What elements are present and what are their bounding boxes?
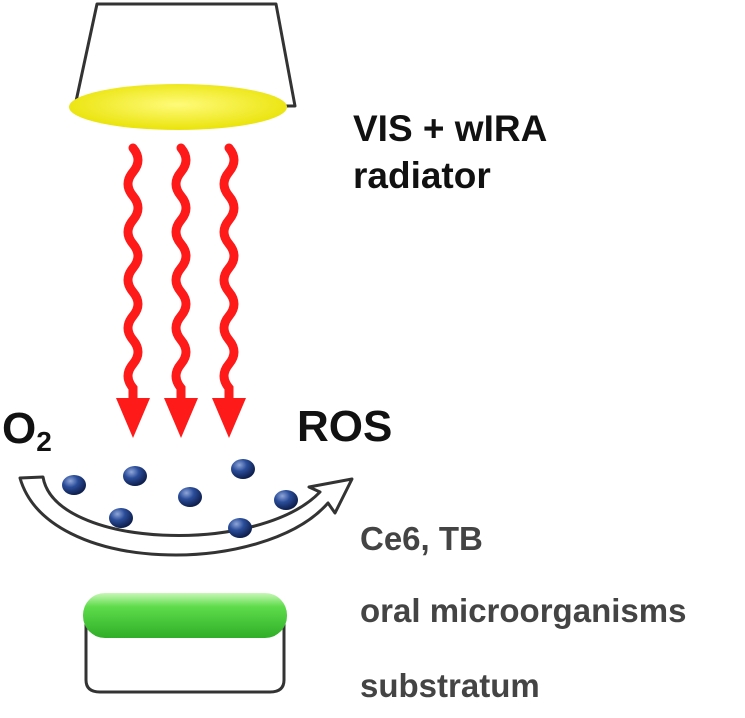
sphere-icon: [62, 475, 86, 495]
oxygen-subscript: 2: [36, 426, 52, 457]
radiator-label-line2: radiator: [353, 155, 491, 196]
sphere-icon: [274, 490, 298, 510]
wavy-arrow-icon: [219, 143, 239, 405]
oxygen-base: O: [2, 404, 36, 453]
light-rays: [123, 143, 239, 405]
sphere-icon: [109, 508, 133, 528]
arrowhead: [116, 398, 150, 438]
curved-arrow-icon: [18, 475, 354, 557]
arrowhead: [212, 398, 246, 438]
sphere-icon: [178, 487, 202, 507]
microorganisms-label: oral microorganisms: [360, 592, 686, 629]
ros-label: ROS: [297, 402, 392, 451]
wavy-arrow-icon: [123, 143, 143, 405]
sphere-icon: [231, 459, 255, 479]
lamp-lens: [69, 84, 287, 130]
photosensitizer-label: Ce6, TB: [360, 520, 483, 557]
arrowhead: [164, 398, 198, 438]
radiator-label-line1: VIS + wIRA: [353, 108, 547, 149]
lamp-shade-icon: [73, 2, 297, 108]
sphere-icon: [123, 466, 147, 486]
biofilm-layer: [83, 593, 287, 638]
substratum-label: substratum: [360, 667, 540, 704]
sphere-icon: [228, 518, 252, 538]
photosensitizer-molecules: [62, 459, 298, 538]
ray-arrowheads: [116, 398, 246, 438]
oxygen-label: O2: [2, 404, 52, 457]
wavy-arrow-icon: [171, 143, 191, 405]
